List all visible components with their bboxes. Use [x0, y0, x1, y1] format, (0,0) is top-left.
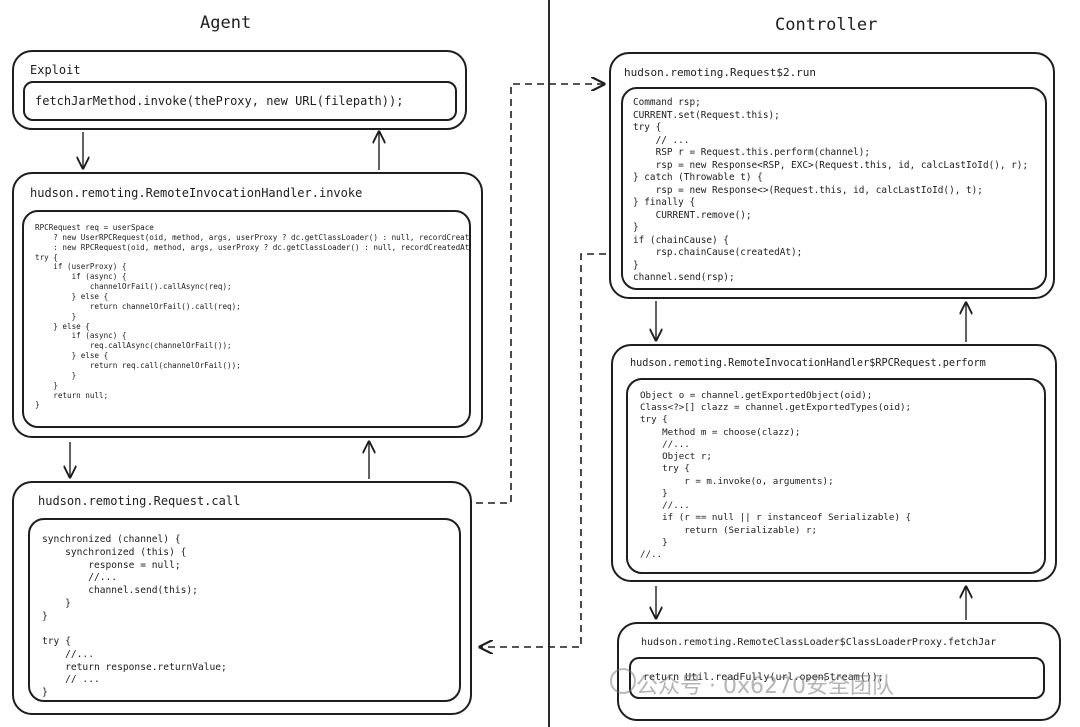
invoke-code: RPCRequest req = userSpace ? new UserRPC… — [35, 223, 471, 410]
invoke-title: hudson.remoting.RemoteInvocationHandler.… — [30, 186, 363, 200]
exploit-code: fetchJarMethod.invoke(theProxy, new URL(… — [35, 94, 404, 108]
call-box: hudson.remoting.Request.call synchronize… — [12, 481, 472, 715]
exploit-code-box: fetchJarMethod.invoke(theProxy, new URL(… — [23, 81, 457, 121]
fetchjar-code: return Util.readFully(url.openStream()); — [643, 672, 884, 683]
fetchjar-box: hudson.remoting.RemoteClassLoader$ClassL… — [617, 622, 1061, 721]
run-code: Command rsp; CURRENT.set(Request.this); … — [633, 97, 1029, 283]
wechat-icon — [610, 668, 636, 694]
run-title: hudson.remoting.Request$2.run — [624, 66, 817, 79]
agent-column-title: Agent — [200, 13, 252, 33]
perform-title: hudson.remoting.RemoteInvocationHandler$… — [630, 358, 986, 369]
call-code-box: synchronized (channel) { synchronized (t… — [28, 518, 461, 702]
run-box: hudson.remoting.Request$2.run Command rs… — [609, 52, 1055, 299]
perform-code-box: Object o = channel.getExportedObject(oid… — [626, 378, 1046, 574]
fetchjar-code-box: return Util.readFully(url.openStream()); — [629, 657, 1045, 699]
exploit-box: Exploit fetchJarMethod.invoke(theProxy, … — [12, 50, 467, 130]
call-title: hudson.remoting.Request.call — [38, 494, 241, 508]
column-divider — [548, 0, 550, 727]
arrow-call-to-run — [476, 84, 604, 504]
fetchjar-title: hudson.remoting.RemoteClassLoader$ClassL… — [641, 637, 997, 648]
perform-code: Object o = channel.getExportedObject(oid… — [640, 390, 912, 561]
invoke-code-box: RPCRequest req = userSpace ? new UserRPC… — [22, 210, 471, 428]
controller-column-title: Controller — [775, 15, 878, 35]
invoke-box: hudson.remoting.RemoteInvocationHandler.… — [12, 172, 483, 438]
run-code-box: Command rsp; CURRENT.set(Request.this); … — [621, 87, 1047, 290]
arrow-run-to-call — [480, 253, 606, 647]
call-code: synchronized (channel) { synchronized (t… — [42, 534, 227, 698]
perform-box: hudson.remoting.RemoteInvocationHandler$… — [611, 344, 1057, 582]
exploit-title: Exploit — [30, 63, 81, 77]
